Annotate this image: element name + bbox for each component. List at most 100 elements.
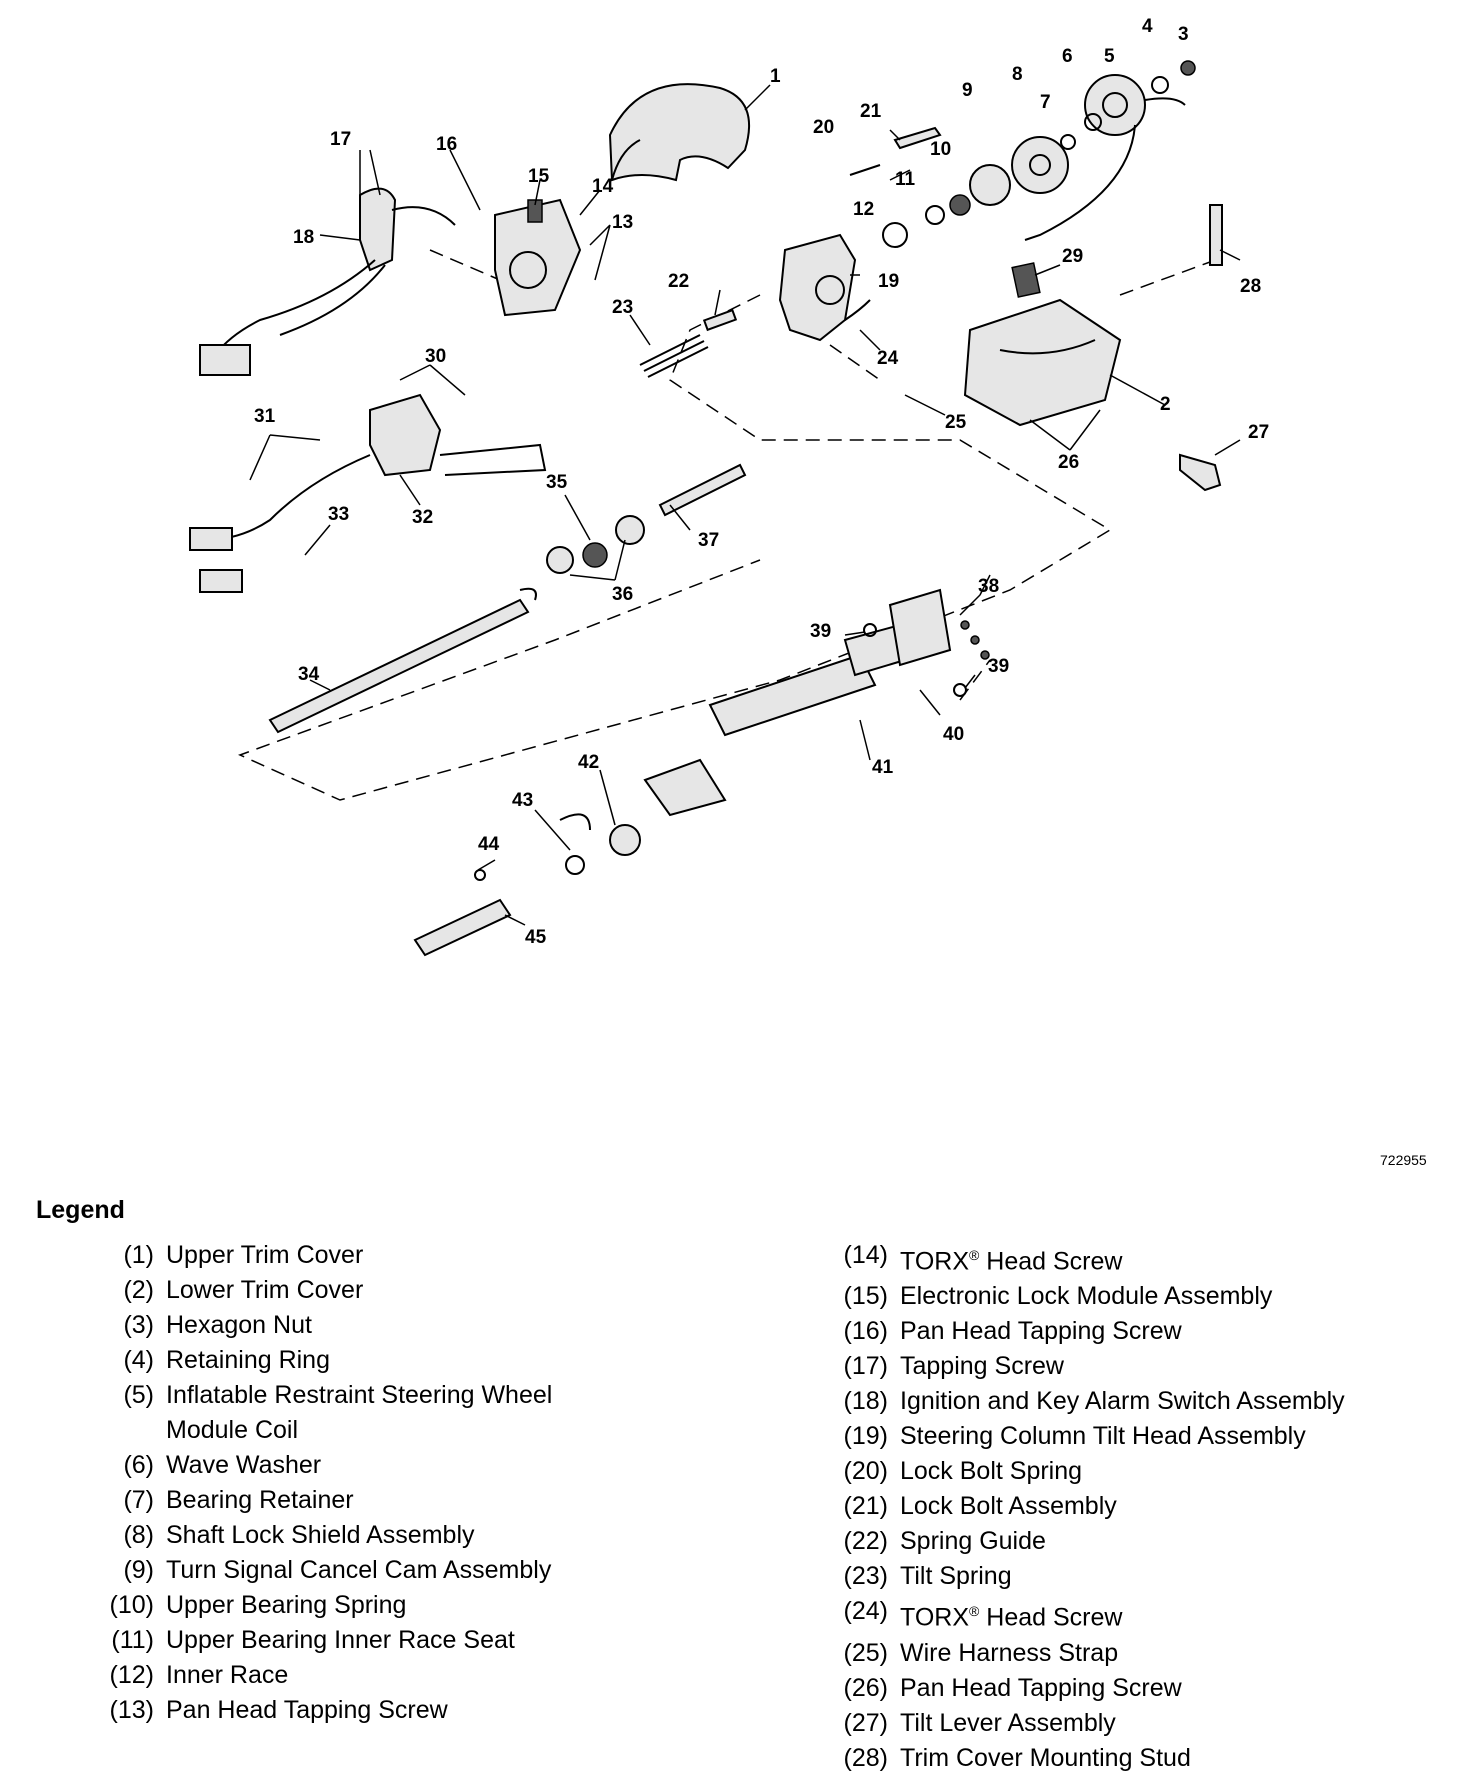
legend-label: Upper Bearing Inner Race Seat [166, 1626, 515, 1654]
upper-trim-cover [608, 83, 751, 182]
callout-35: 35 [546, 472, 568, 493]
legend-item: (15)Electronic Lock Module Assembly [816, 1279, 1456, 1314]
callout-15: 15 [528, 166, 550, 187]
legend-number: (14) [843, 1241, 888, 1269]
callout-24: 24 [877, 348, 899, 369]
centering-sphere [546, 515, 645, 574]
callout-21: 21 [860, 101, 882, 122]
callout-41: 41 [872, 757, 894, 778]
legend-number: (11) [111, 1626, 154, 1654]
legend-label: Turn Signal Cancel Cam Assembly [166, 1556, 552, 1584]
legend-left-column: (1)Upper Trim Cover(2)Lower Trim Cover(3… [82, 1238, 722, 1728]
legend-number: (23) [843, 1562, 888, 1591]
legend-number: (6) [123, 1451, 154, 1479]
legend-item: (7) Bearing Retainer [82, 1483, 722, 1518]
legend-label: Bearing Retainer [166, 1486, 354, 1514]
legend-label: Shaft Lock Shield Assembly [166, 1521, 475, 1549]
callout-25: 25 [945, 412, 967, 433]
legend-label: Upper Bearing Spring [166, 1591, 407, 1619]
callout-7: 7 [1040, 92, 1051, 113]
legend-item: (27)Tilt Lever Assembly [816, 1706, 1456, 1741]
upper-steering-shaft [658, 463, 747, 517]
legend-item: (24) TORX® Head Screw [816, 1594, 1456, 1635]
legend-item: (4)Retaining Ring [82, 1343, 722, 1378]
legend-number: (8) [123, 1521, 154, 1549]
callout-9: 9 [962, 80, 973, 101]
callout-14: 14 [592, 176, 614, 197]
callout-33: 33 [328, 504, 349, 525]
legend-number: (27) [843, 1708, 888, 1737]
column-fasteners [863, 620, 990, 697]
legend-item: (3)Hexagon Nut [82, 1308, 722, 1343]
assembly-guide-lines [238, 249, 1211, 801]
legend-number: (18) [843, 1387, 888, 1416]
steering-column-jacket [643, 588, 952, 817]
callout-40: 40 [943, 724, 964, 745]
legend-label: Lock Bolt Spring [900, 1457, 1083, 1486]
legend-label: Wire Harness Strap [900, 1638, 1119, 1667]
legend-label: TORX® Head Screw [900, 1603, 1123, 1632]
callout-45: 45 [525, 927, 547, 948]
legend-number: (19) [843, 1422, 888, 1451]
exploded-diagram: 1 2 3 4 5 6 7 8 9 10 11 12 13 14 15 16 1… [189, 16, 1269, 957]
callout-12: 12 [853, 199, 874, 220]
legend-number: (9) [123, 1556, 154, 1584]
legend-item: (18)Ignition and Key Alarm Switch Assemb… [816, 1384, 1456, 1419]
callout-32: 32 [412, 507, 433, 528]
callout-8: 8 [1012, 64, 1023, 85]
legend-number: (3) [123, 1311, 154, 1339]
legend-item: (14) TORX® Head Screw [816, 1238, 1456, 1279]
callout-6: 6 [1062, 46, 1073, 67]
legend-item: (9) Turn Signal Cancel Cam Assembly [82, 1553, 722, 1588]
lock-module-cover [1011, 262, 1041, 298]
legend-number: (5) [123, 1381, 154, 1409]
legend-label: Lower Trim Cover [166, 1276, 364, 1304]
callout-1: 1 [770, 66, 781, 87]
callout-18: 18 [293, 227, 314, 248]
legend-item: (16)Pan Head Tapping Screw [816, 1314, 1456, 1349]
legend-label: Wave Washer [166, 1451, 322, 1479]
callout-4: 4 [1142, 16, 1153, 37]
legend-number: (24) [843, 1597, 888, 1626]
legend-label: Retaining Ring [166, 1346, 330, 1374]
electronic-lock-module [494, 198, 582, 317]
legend-item: (8) Shaft Lock Shield Assembly [82, 1518, 722, 1553]
tilt-lever-assembly [1179, 453, 1222, 492]
tilt-head-assembly [778, 233, 871, 342]
callout-31: 31 [254, 406, 276, 427]
callout-28: 28 [1240, 276, 1261, 297]
callout-5: 5 [1104, 46, 1115, 67]
legend-label: Trim Cover Mounting Stud [900, 1743, 1191, 1772]
callout-10: 10 [930, 139, 951, 160]
legend-item: (21)Lock Bolt Assembly [816, 1489, 1456, 1524]
legend-number: (17) [843, 1352, 888, 1381]
legend-label: TORX® Head Screw [900, 1247, 1123, 1276]
legend-item: (28)Trim Cover Mounting Stud [816, 1741, 1456, 1776]
callout-13: 13 [612, 212, 633, 233]
legend-item: (12) Inner Race [82, 1658, 722, 1693]
legend-label: Inner Race [166, 1661, 289, 1689]
legend-item: (2)Lower Trim Cover [82, 1273, 722, 1308]
legend-item: (6) Wave Washer [82, 1448, 722, 1483]
callout-39a: 39 [810, 621, 831, 642]
callout-29: 29 [1062, 246, 1083, 267]
callout-numbers: 1 2 3 4 5 6 7 8 9 10 11 12 13 14 15 16 1… [254, 16, 1269, 948]
legend-number: (7) [123, 1486, 154, 1514]
washers-and-nut [1060, 60, 1196, 150]
callout-44: 44 [478, 834, 500, 855]
callout-27: 27 [1248, 422, 1269, 443]
legend-label: Upper Trim Cover [166, 1241, 364, 1269]
legend-number: (25) [843, 1638, 888, 1667]
legend-item: (13)Pan Head Tapping Screw [82, 1693, 722, 1728]
lower-trim-cover [963, 298, 1122, 427]
legend-number: (16) [843, 1317, 888, 1346]
callout-39b: 39 [988, 656, 1009, 677]
legend-number: (1) [123, 1241, 154, 1269]
callout-20: 20 [813, 117, 834, 138]
legend-label: Electronic Lock Module Assembly [900, 1282, 1273, 1311]
legend-number: (12) [109, 1661, 154, 1689]
legend-item: (5)Inflatable Restraint Steering Wheel M… [82, 1378, 722, 1448]
callout-43: 43 [512, 790, 533, 811]
legend-label: Lock Bolt Assembly [900, 1492, 1117, 1521]
legend-title: Legend [36, 1196, 125, 1224]
